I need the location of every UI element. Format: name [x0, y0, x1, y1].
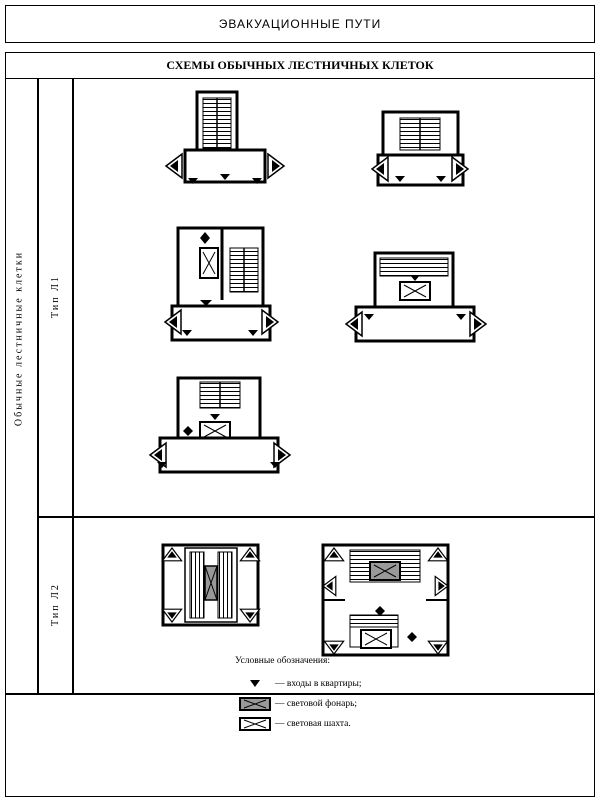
- legend-row-entrances: — входы в квартиры;: [235, 674, 495, 694]
- scheme-1: [165, 90, 285, 184]
- page-title: ЭВАКУАЦИОННЫЕ ПУТИ: [218, 17, 382, 31]
- row-divider: [37, 516, 594, 518]
- table-subtitle-text: СХЕМЫ ОБЫЧНЫХ ЛЕСТНИЧНЫХ КЛЕТОК: [166, 58, 434, 72]
- column-divider-2: [72, 79, 74, 693]
- scheme-7: [321, 543, 450, 657]
- scheme-3: [164, 226, 279, 342]
- legend: Условные обозначения: — входы в квартиры…: [235, 656, 495, 734]
- scheme-6: [161, 543, 261, 627]
- column-divider-1: [37, 79, 39, 693]
- scheme-5: [149, 376, 291, 474]
- page-title-box: ЭВАКУАЦИОННЫЕ ПУТИ: [5, 5, 595, 43]
- skylight-icon: [235, 697, 275, 711]
- scheme-2: [371, 110, 469, 187]
- legend-row-shaft: — световая шахта.: [235, 714, 495, 734]
- legend-row-skylight: — световой фонарь;: [235, 694, 495, 714]
- schemes-table: СХЕМЫ ОБЫЧНЫХ ЛЕСТНИЧНЫХ КЛЕТОК Обычные …: [5, 52, 595, 797]
- table-subtitle: СХЕМЫ ОБЫЧНЫХ ЛЕСТНИЧНЫХ КЛЕТОК: [6, 53, 594, 79]
- legend-title: Условные обозначения:: [235, 656, 331, 666]
- triangle-marker-icon: [235, 679, 275, 689]
- scheme-4: [345, 251, 487, 343]
- light-shaft-icon: [235, 717, 275, 731]
- legend-divider: [6, 693, 594, 695]
